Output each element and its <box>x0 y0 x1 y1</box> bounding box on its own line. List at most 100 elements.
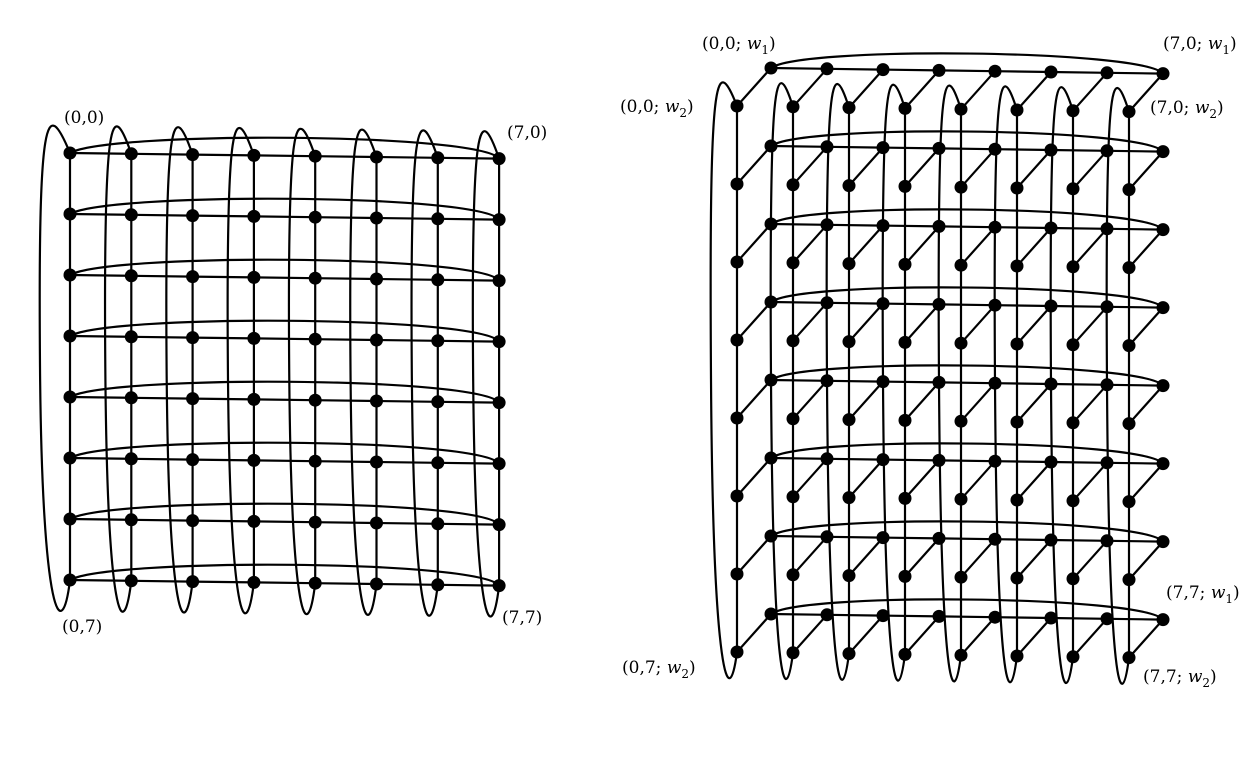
label-bottom-right: (7,7) <box>502 608 542 628</box>
grid-edge <box>1106 383 1164 387</box>
grid-edge <box>69 395 132 399</box>
node-w2 <box>1010 649 1024 663</box>
node-w1 <box>876 219 890 233</box>
node-w1 <box>764 61 778 75</box>
grid-edge <box>376 399 438 403</box>
grid-edge <box>192 275 254 279</box>
node-w2 <box>1010 103 1024 117</box>
node-w1 <box>932 141 946 155</box>
node-w2 <box>898 569 912 583</box>
grid-edge <box>69 578 132 582</box>
node-w2 <box>1122 261 1136 275</box>
node-w1 <box>764 295 778 309</box>
grid-edge <box>131 518 193 522</box>
row-wrap-edge <box>69 441 500 465</box>
node <box>247 148 261 162</box>
node <box>186 453 200 467</box>
grid-edge <box>437 461 500 465</box>
node-w1 <box>1044 143 1058 157</box>
node-w2 <box>786 256 800 270</box>
grid-edge <box>882 146 940 150</box>
node-w2 <box>1066 104 1080 118</box>
grid-edge <box>192 580 254 584</box>
row-wrap-edge <box>770 520 1164 543</box>
grid-edge <box>131 457 193 461</box>
grid-edge <box>131 152 193 156</box>
layer-edge <box>1072 228 1108 268</box>
node-w2 <box>1122 105 1136 119</box>
node <box>308 149 322 163</box>
node-w2 <box>730 99 744 113</box>
node <box>124 330 138 344</box>
node <box>308 515 322 529</box>
col-wrap-edge <box>165 126 194 614</box>
grid-edge <box>69 151 132 155</box>
grid-edge <box>253 154 316 158</box>
node-w2 <box>1066 338 1080 352</box>
label-top-right: (7,0) <box>507 123 547 143</box>
grid-edge <box>994 70 1052 74</box>
node <box>63 329 77 343</box>
node <box>247 209 261 223</box>
node <box>247 575 261 589</box>
node-w2 <box>898 257 912 271</box>
grid-edge <box>315 399 377 403</box>
node <box>124 574 138 588</box>
col-wrap-edge <box>287 127 317 616</box>
node-w2 <box>1122 651 1136 665</box>
node <box>247 392 261 406</box>
node <box>492 152 506 166</box>
layer-edge <box>848 614 884 655</box>
node <box>186 270 200 284</box>
grid-edge <box>1050 382 1108 386</box>
node-w1 <box>876 453 890 467</box>
layer-edge <box>848 224 884 265</box>
layer-edge <box>1072 72 1108 112</box>
node <box>63 451 77 465</box>
diagram-3d-torus <box>709 52 1170 685</box>
layer-edge <box>1128 462 1164 503</box>
node-w2 <box>1010 181 1024 195</box>
node-w2 <box>842 179 856 193</box>
node <box>247 270 261 284</box>
layer-edge <box>736 67 772 107</box>
node-w1 <box>820 218 834 232</box>
node <box>186 575 200 589</box>
grid-edge <box>1106 227 1164 231</box>
label-top-right-w2: (7,0; w2) <box>1150 98 1224 121</box>
node-w2 <box>842 335 856 349</box>
node-w2 <box>898 179 912 193</box>
node-w1 <box>1100 456 1114 470</box>
grid-edge <box>253 520 316 524</box>
grid-edge <box>131 396 193 400</box>
grid-edge <box>315 582 377 586</box>
node-w1 <box>988 64 1002 78</box>
layer-edge <box>792 146 828 186</box>
grid-edge <box>938 459 996 463</box>
node <box>186 331 200 345</box>
node-w2 <box>1066 572 1080 586</box>
grid-edge <box>826 301 884 305</box>
node-w2 <box>954 648 968 662</box>
node-w2 <box>1066 260 1080 274</box>
node <box>124 269 138 283</box>
grid-edge <box>938 225 996 229</box>
label-top-left-w2: (0,0; w2) <box>620 97 694 120</box>
node <box>63 207 77 221</box>
grid-edge <box>437 217 500 221</box>
layer-edge <box>1128 228 1164 269</box>
grid-edge <box>1050 538 1108 542</box>
node-w1 <box>1156 145 1170 159</box>
node <box>370 577 383 591</box>
node-w2 <box>954 180 968 194</box>
row-wrap-edge <box>770 364 1164 387</box>
node-w2 <box>786 100 800 114</box>
node <box>186 148 200 162</box>
node-w2 <box>842 647 856 661</box>
layer-edge <box>1072 384 1108 424</box>
layer-edge <box>1016 305 1052 345</box>
node-w1 <box>1156 67 1170 81</box>
grid-edge <box>826 457 884 461</box>
layer-edge <box>1016 539 1052 579</box>
